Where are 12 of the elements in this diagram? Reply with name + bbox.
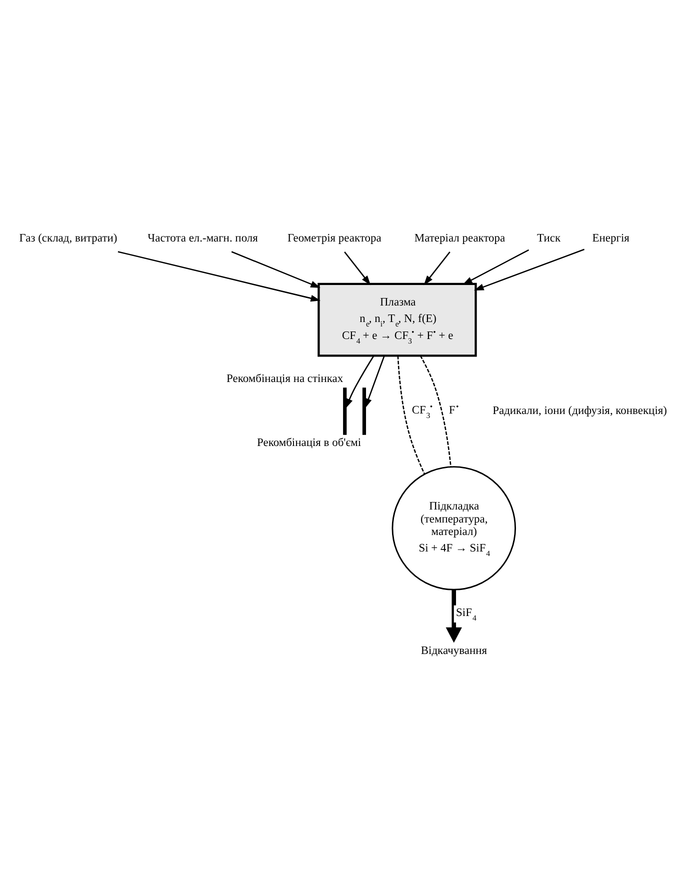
edge-label: SiF$_{4}$ [456,606,476,622]
node-text: Геометрія реактора [287,232,382,244]
label: Радикали, іони (дифузія, конвекція) [492,404,667,417]
node-label: Рекомбінація в об'ємі [257,436,362,449]
node-text: Відкачування [420,644,487,657]
node-text: Частота ел.-магн. поля [148,232,258,244]
node-text: Енергія [592,232,630,244]
node-label: Рекомбінація на стінках [226,373,344,386]
edge-label: F$^{•}$ [448,402,459,416]
node-text: Газ (склад, витрати) [19,232,118,244]
node-text: Матеріал реактора [414,232,506,244]
node-text: Тиск [537,232,561,244]
